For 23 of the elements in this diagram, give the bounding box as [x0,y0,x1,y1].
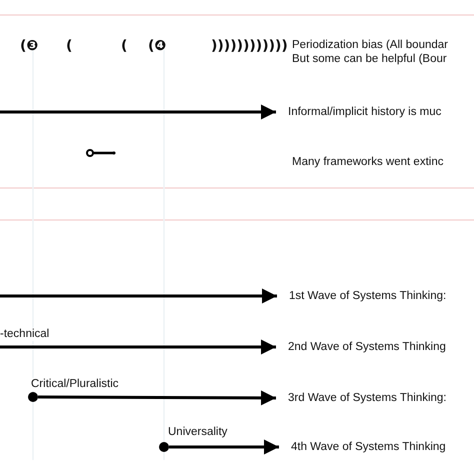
wave-text: 2nd Wave of Systems Thinking [288,340,446,354]
arrow [0,288,277,304]
note-text: But some can be helpful (Bour [292,52,447,66]
arrow [38,390,276,406]
bracket-mark: (❸ [20,39,38,53]
wave-text: 1st Wave of Systems Thinking: [289,289,446,303]
arrow [0,340,276,354]
bracket-mark: ( [121,39,128,53]
start-dot [28,392,38,402]
arrow [169,440,279,454]
note-text: Many frameworks went extinc [292,155,444,169]
bracket-mark: (❹ [148,39,166,53]
edge-label: -technical [0,328,50,341]
wave-text: 3rd Wave of Systems Thinking: [288,391,447,405]
bracket-mark: ( [66,39,72,53]
arrow [0,104,276,120]
edge-label: Critical/Pluralistic [31,378,119,391]
start-dot [159,442,169,452]
edge-label: Universality [168,426,228,439]
wave-text: Informal/implicit history is muc [288,105,442,119]
bracket-mark: )))))))))))) [211,39,288,53]
wave-text: 4th Wave of Systems Thinking [291,440,446,454]
note-text: Periodization bias (All boundar [292,38,448,52]
